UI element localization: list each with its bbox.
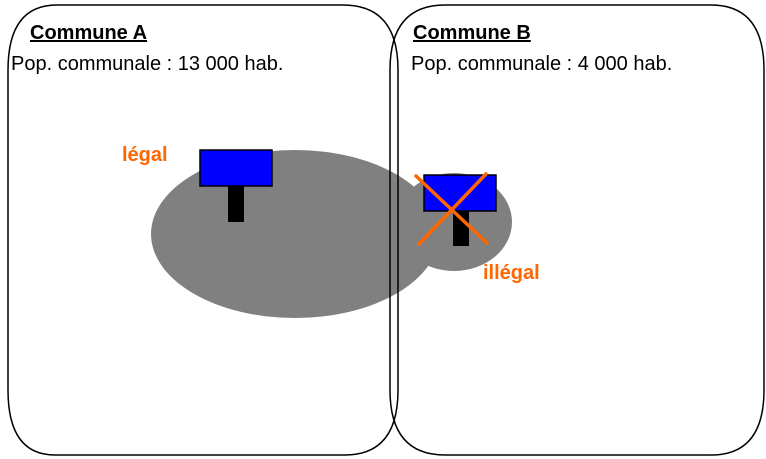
commune-a-boundary <box>7 4 399 456</box>
legal-sign-panel <box>199 149 273 187</box>
commune-a-title: Commune A <box>30 22 147 44</box>
commune-a-population: Pop. communale : 13 000 hab. <box>11 53 283 75</box>
commune-boundaries <box>7 4 765 456</box>
legal-sign <box>199 149 273 222</box>
illegal-label: illégal <box>483 262 540 284</box>
illegal-sign <box>414 172 497 246</box>
commune-b-title: Commune B <box>413 22 531 44</box>
legal-sign-post <box>228 184 244 222</box>
commune-b-boundary <box>389 4 765 456</box>
legal-label: légal <box>122 144 168 166</box>
commune-b-population: Pop. communale : 4 000 hab. <box>411 53 672 75</box>
cross-icon <box>414 172 489 246</box>
agglomeration-area-large <box>151 150 439 318</box>
illegal-sign-post <box>453 208 469 246</box>
